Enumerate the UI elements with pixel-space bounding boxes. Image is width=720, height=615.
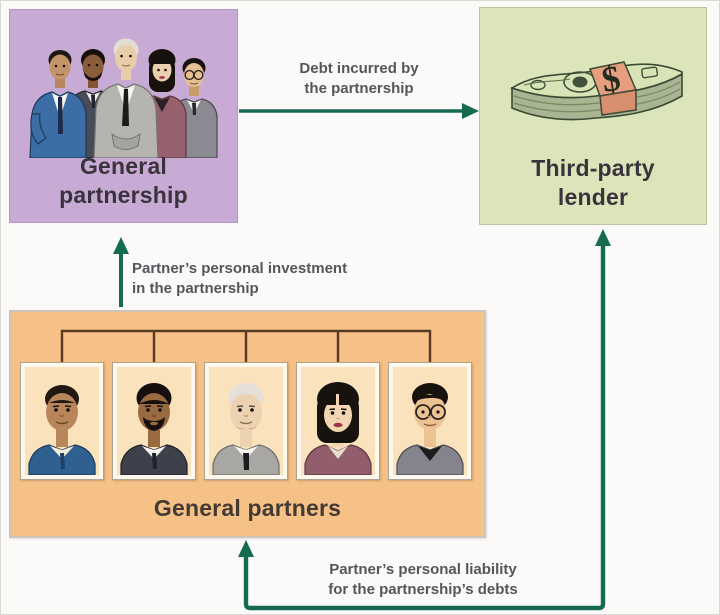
group-person-1 xyxy=(29,50,87,158)
partnership-title: General partnership xyxy=(59,153,188,208)
liability-arrow-label: Partner’s personal liability for the par… xyxy=(328,561,518,598)
lender-title: Third-party lender xyxy=(531,155,655,210)
node-general-partnership: General partnership xyxy=(9,9,238,223)
investment-arrow xyxy=(113,237,129,307)
business-partners-group-illustration xyxy=(29,38,218,158)
investment-arrow-label: Partner’s personal investment in the par… xyxy=(132,260,348,297)
node-general-partners: General partners xyxy=(9,310,486,538)
debt-arrow xyxy=(239,103,479,119)
debt-arrow-label: Debt incurred by the partnership xyxy=(299,60,419,97)
portrait-partner-4 xyxy=(296,362,380,480)
money-stack-icon: $ xyxy=(510,58,683,121)
portrait-partner-2 xyxy=(112,362,196,480)
group-person-3 xyxy=(93,38,159,158)
portrait-partner-5 xyxy=(388,362,472,480)
partners-title: General partners xyxy=(153,495,342,521)
portrait-partner-1 xyxy=(20,362,104,480)
node-third-party-lender: $ Third-party lender xyxy=(479,7,707,225)
portrait-partner-3 xyxy=(204,362,288,480)
